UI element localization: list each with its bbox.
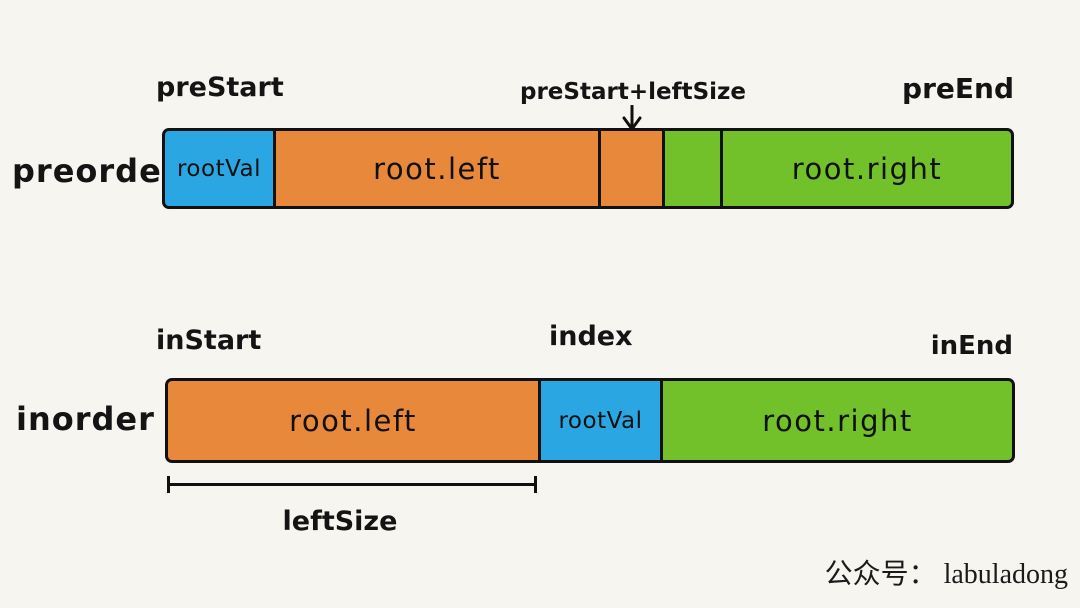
index-pointer-label: index [549,321,633,352]
preorder-left-subtree-last-cell [598,131,662,206]
inend-pointer-label: inEnd [930,331,1013,361]
inorder-root-right-segment: root.right [660,381,1012,460]
preend-pointer-label: preEnd [902,72,1014,105]
preorder-right-subtree-first-cell [662,131,720,206]
watermark-text: 公众号： labuladong [824,559,1068,590]
inorder-rootval-segment: rootVal [538,381,660,460]
inorder-row-label: inorder [16,400,155,438]
preorder-rootval-segment: rootVal [165,131,273,206]
preorder-array-bar: rootVal root.left root.right [162,128,1014,209]
preorder-row-label: preorder [12,152,179,190]
prestart-pointer-label: preStart [156,72,284,103]
preorder-root-right-segment: root.right [720,131,1011,206]
leftsize-label: leftSize [282,506,398,537]
preorder-root-left-segment: root.left [273,131,598,206]
inorder-array-bar: root.left rootVal root.right [165,378,1015,463]
leftsize-bracket [167,476,537,493]
instart-pointer-label: inStart [156,325,262,356]
inorder-root-left-segment: root.left [168,381,538,460]
prestart-plus-leftsize-pointer-label: preStart+leftSize [520,79,747,105]
